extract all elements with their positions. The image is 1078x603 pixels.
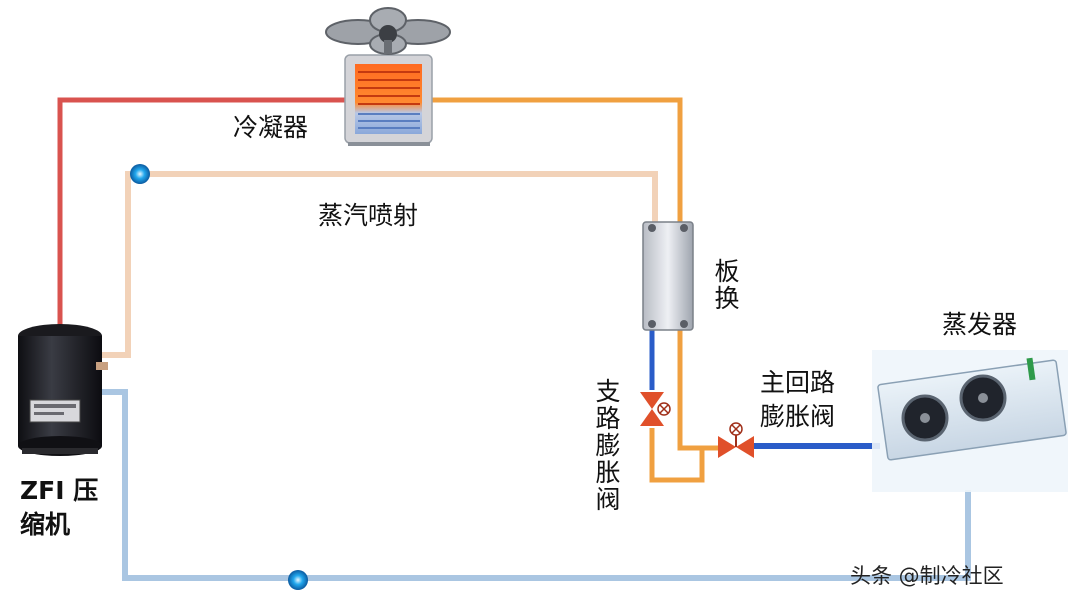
watermark: 头条 @制冷社区	[850, 564, 1004, 588]
liquid-line	[432, 97, 683, 225]
evaporator-unit	[872, 350, 1068, 492]
discharge-line	[57, 97, 345, 330]
suction-line	[100, 389, 971, 581]
branch-liquid-line	[649, 428, 705, 483]
injection-node-icon	[130, 164, 150, 184]
vapor-injection-label: 蒸汽喷射	[318, 201, 419, 230]
condenser-label: 冷凝器	[233, 113, 309, 142]
vapor-injection-line	[100, 171, 658, 358]
suction-node-icon	[288, 570, 308, 590]
compressor-unit	[18, 324, 108, 456]
liquid-to-main-valve	[677, 330, 720, 451]
condenser-unit	[344, 54, 433, 146]
branch-expansion-valve-icon	[640, 392, 671, 426]
compressor-label: ZFI 压 缩机	[20, 476, 99, 539]
main-expansion-valve-icon	[718, 422, 754, 458]
branch-valve-label: 支路膨胀阀	[592, 378, 621, 513]
main-valve-label: 主回路 膨胀阀	[760, 368, 836, 431]
plate-hx-label: 板换	[711, 258, 740, 312]
evaporator-label: 蒸发器	[942, 310, 1018, 339]
plate-heat-exchanger	[642, 221, 694, 331]
condenser-fan-icon	[325, 7, 451, 55]
